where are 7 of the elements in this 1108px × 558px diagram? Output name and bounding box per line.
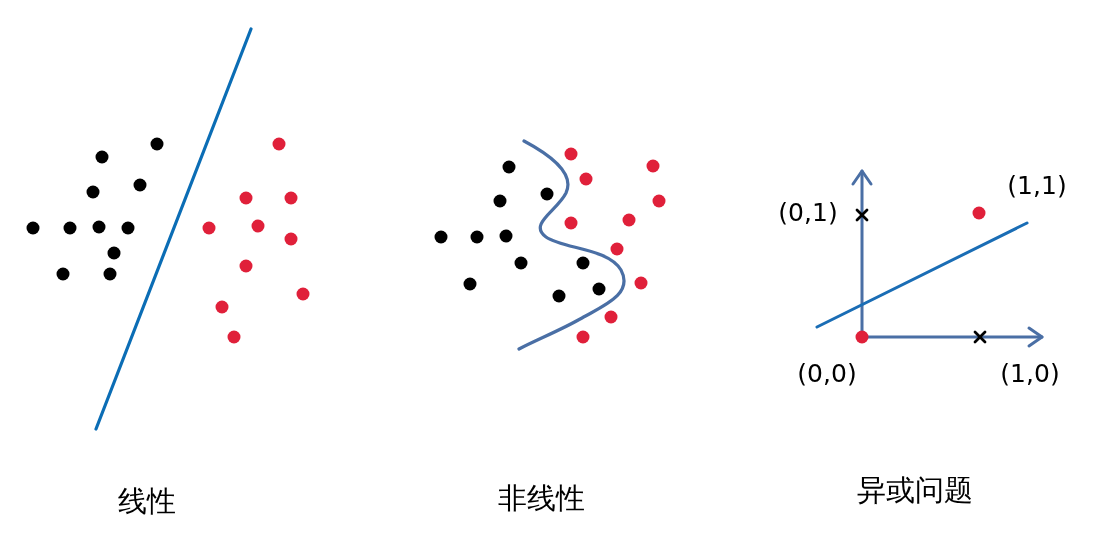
coordinate-label: (0,0) [797, 360, 857, 388]
coordinate-label: (0,1) [778, 199, 838, 227]
coordinate-label: (1,0) [1000, 360, 1060, 388]
panel-caption: 线性 [118, 486, 176, 518]
panel-caption: 异或问题 [857, 475, 973, 507]
panel-caption: 非线性 [497, 483, 585, 515]
coordinate-label: (1,1) [1007, 172, 1067, 200]
